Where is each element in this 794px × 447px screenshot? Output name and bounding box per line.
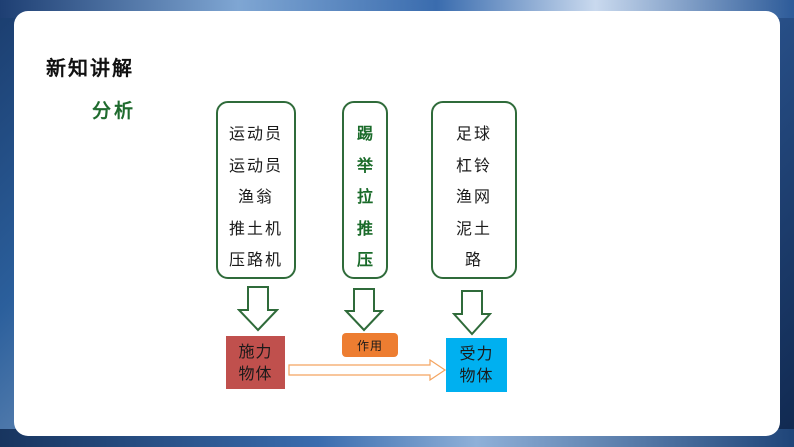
object-item: 杠铃 [455, 155, 492, 175]
action-item: 拉 [356, 187, 373, 207]
applier-label-line: 物体 [238, 363, 273, 383]
action-item: 举 [356, 155, 373, 175]
down-arrow-icon [344, 288, 384, 332]
slide-title: 新知讲解 [46, 56, 134, 80]
down-arrow-icon [452, 290, 492, 336]
relation-badge: 作用 [342, 333, 398, 357]
action-item: 压 [356, 250, 373, 270]
receiver-label-line: 物体 [459, 366, 494, 385]
slide-subtitle: 分析 [92, 100, 137, 122]
object-item: 渔网 [455, 187, 492, 207]
subjects-box: 运动员 运动员 渔翁 推土机 压路机 [216, 101, 296, 279]
subject-item: 压路机 [228, 250, 283, 270]
object-item: 足球 [455, 124, 492, 143]
force-applier-box: 施力 物体 [226, 336, 285, 389]
applier-label-line: 施力 [238, 341, 273, 361]
action-item: 踢 [356, 124, 373, 143]
subject-item: 运动员 [228, 124, 283, 143]
subject-item: 推土机 [228, 218, 283, 238]
subject-item: 渔翁 [237, 187, 274, 207]
right-arrow-icon [288, 358, 447, 382]
down-arrow-icon [237, 286, 279, 332]
force-receiver-box: 受力 物体 [446, 338, 507, 392]
object-item: 路 [464, 250, 483, 270]
actions-box: 踢 举 拉 推 压 [342, 101, 388, 279]
receiver-label-line: 受力 [459, 344, 494, 363]
subject-item: 运动员 [228, 155, 283, 175]
object-item: 泥土 [455, 218, 492, 238]
objects-box: 足球 杠铃 渔网 泥土 路 [431, 101, 517, 279]
action-item: 推 [356, 218, 373, 238]
